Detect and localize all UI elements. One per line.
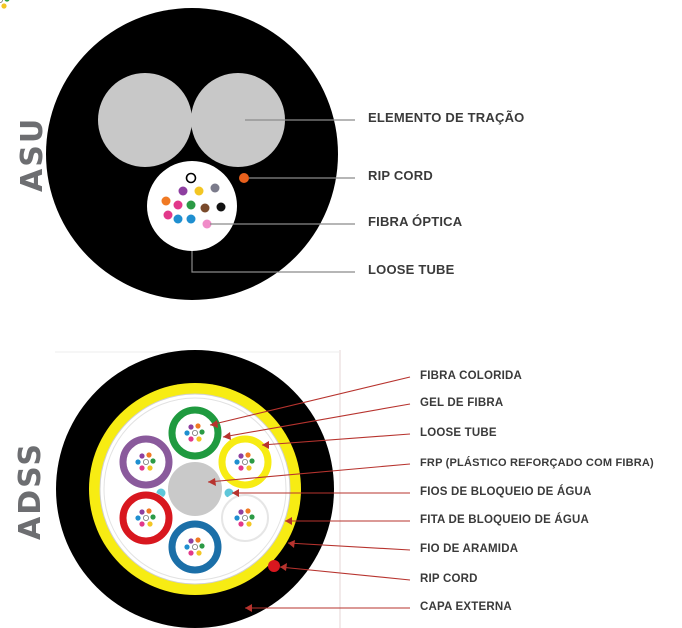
- asu-strength-member-right: [191, 73, 285, 167]
- asu-label-ripcord: RIP CORD: [368, 168, 433, 183]
- adss-label-gel: GEL DE FIBRA: [420, 397, 504, 409]
- asu-fiber-bundle: [161, 172, 226, 229]
- adss-label-capa: CAPA EXTERNA: [420, 601, 512, 613]
- adss-label-fibra-colorida: FIBRA COLORIDA: [420, 370, 523, 382]
- asu-label-fibra: FIBRA ÓPTICA: [368, 214, 463, 229]
- adss-label-aramida: FIO DE ARAMIDA: [420, 543, 519, 555]
- asu-cable-diagram: [46, 8, 355, 300]
- adss-leader-gel: [222, 403, 411, 438]
- adss-leader-ripcord: [279, 566, 411, 581]
- asu-label-elemento: ELEMENTO DE TRAÇÃO: [368, 110, 525, 125]
- adss-leader-loose: [261, 433, 411, 446]
- adss-label-frp: FRP (PLÁSTICO REFORÇADO COM FIBRA): [420, 457, 654, 469]
- adss-label-fios: FIOS DE BLOQUEIO DE ÁGUA: [420, 486, 592, 498]
- adss-label-fita: FITA DE BLOQUEIO DE ÁGUA: [420, 514, 589, 526]
- asu-strength-member-left: [98, 73, 192, 167]
- adss-frp: [168, 462, 222, 516]
- adss-leader-aramida: [287, 542, 411, 551]
- asu-rip-cord: [239, 173, 249, 183]
- adss-rip-cord: [268, 560, 280, 572]
- adss-leader-frp: [207, 463, 411, 483]
- asu-leader-loose: [191, 251, 355, 273]
- asu-label-loose: LOOSE TUBE: [368, 262, 455, 277]
- adss-label-ripcord: RIP CORD: [420, 573, 478, 585]
- adss-leader-fibra-colorida: [209, 376, 411, 426]
- adss-label-loose: LOOSE TUBE: [420, 427, 497, 439]
